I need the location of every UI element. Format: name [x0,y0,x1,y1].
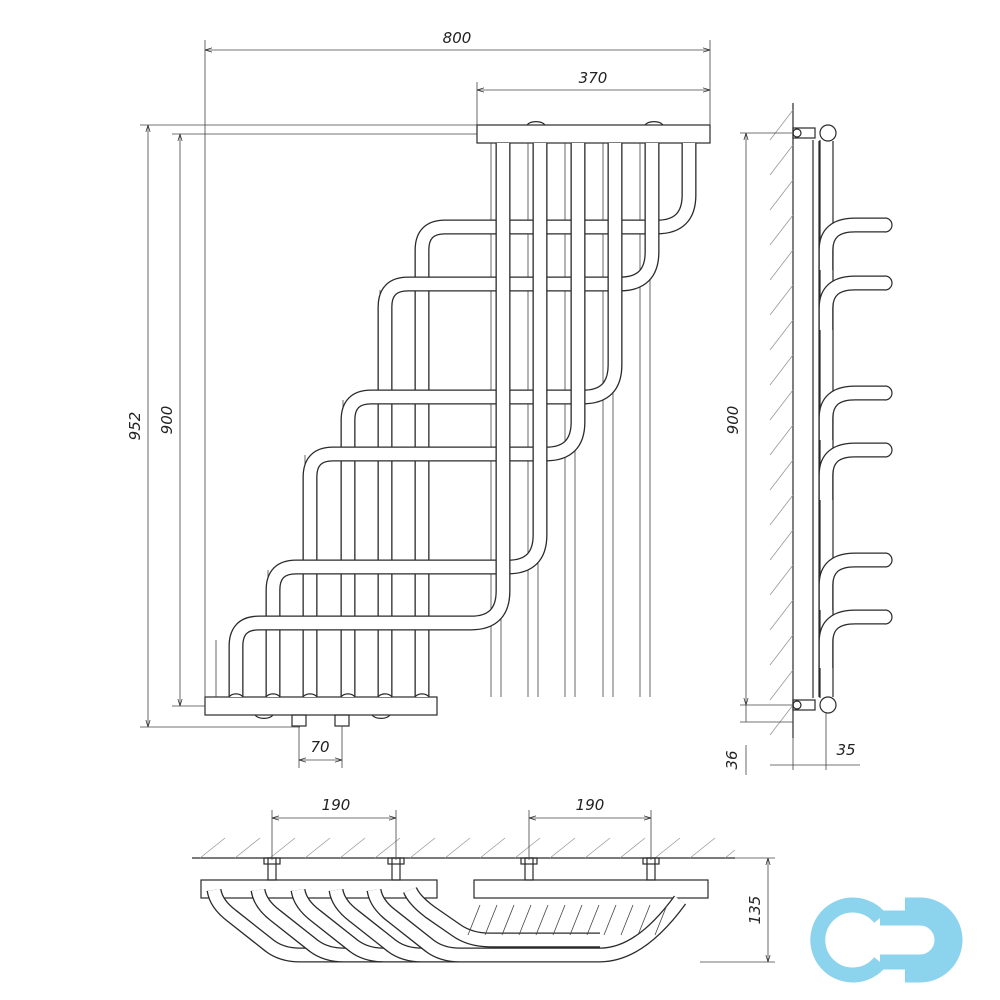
dim-side-offset: 36 [723,750,741,769]
plan-view: 190 190 135 [192,796,775,963]
plan-wall-hatch [199,837,736,859]
dim-total-width: 800 [443,29,472,47]
dim-wall-distance: 35 [836,741,855,759]
side-view: 900 36 35 [723,103,893,775]
dim-plan-depth: 135 [746,896,764,925]
s-bars [228,143,697,697]
dim-plan-left: 190 [322,796,351,814]
dim-inner-height: 900 [158,406,176,435]
dim-side-height: 900 [724,406,742,435]
bottom-collector [204,696,438,716]
plan-tubes [206,886,687,963]
dim-plan-right: 190 [576,796,605,814]
plan-left-collector [200,879,438,899]
inlet-nozzle [291,714,307,727]
side-hooks [818,217,893,668]
dim-connection-spacing: 70 [310,738,329,756]
outlet-nozzle [334,714,350,727]
plan-right-collector [473,879,709,899]
front-view: 800 370 952 900 70 [126,29,711,768]
plan-tube-lines [467,904,668,936]
dim-top-width: 370 [579,69,608,87]
brand-logo [810,897,963,983]
wall-hatch [769,109,794,736]
top-collector [476,124,711,144]
dim-total-height: 952 [126,412,144,441]
